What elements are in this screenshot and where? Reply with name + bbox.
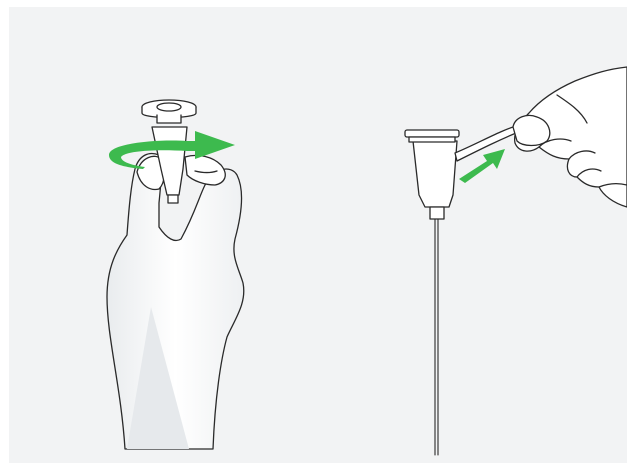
illustration-canvas xyxy=(9,7,627,463)
cap-flange xyxy=(405,130,459,137)
remove-panel xyxy=(405,67,627,455)
twist-panel xyxy=(107,100,244,449)
instruction-illustration xyxy=(9,7,627,463)
cap-tip xyxy=(168,195,178,203)
needle-hub-tip xyxy=(430,207,444,219)
hub-neck xyxy=(157,115,181,123)
pen-needle-cap xyxy=(413,141,457,207)
hub-inner xyxy=(157,103,181,111)
cap-flange-base xyxy=(409,137,455,142)
left-fingers xyxy=(185,155,225,185)
